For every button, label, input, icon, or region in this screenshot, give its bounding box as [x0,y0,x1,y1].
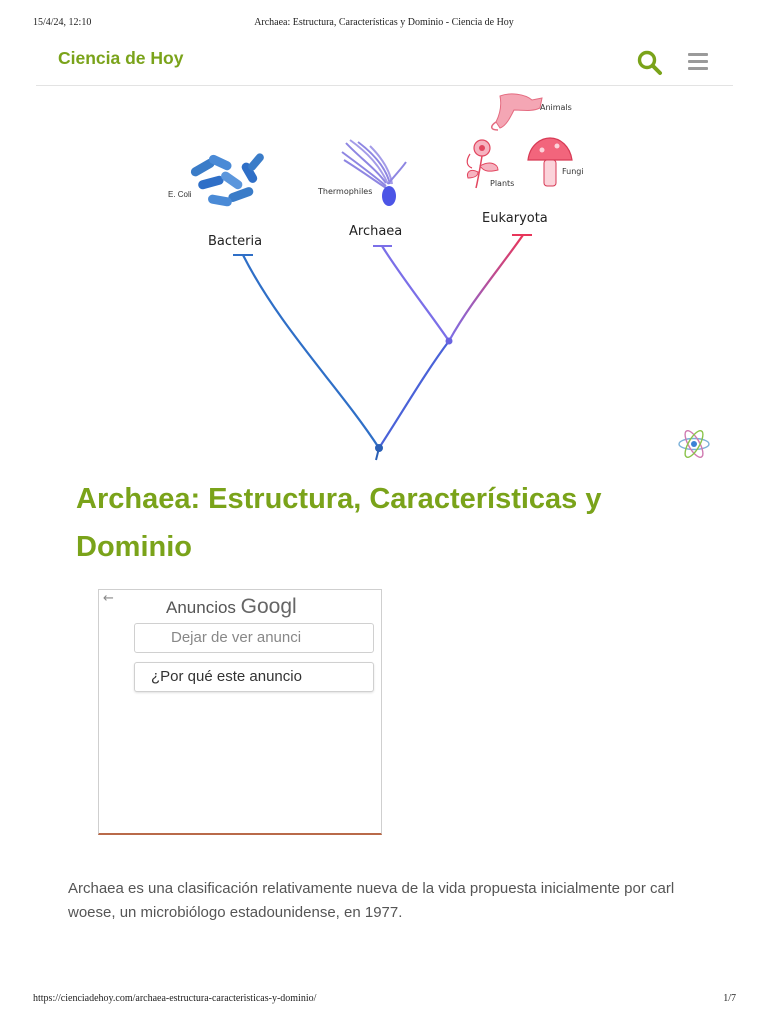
atom-icon[interactable] [676,426,712,462]
print-page-number: 1/7 [723,993,736,1004]
stop-seeing-ad-label: Dejar de ver anunci [171,629,302,646]
article-title: Archaea: Estructura, Características y D… [76,483,602,563]
article-intro: Archaea es una clasificación relativamen… [68,880,675,921]
thermophiles-label: Thermophiles [317,187,372,196]
animals-label: Animals [540,103,572,112]
tree-of-life-illustration: E. Coli Bacteria Thermophiles Archaea An… [168,93,584,461]
search-icon [637,50,662,75]
site-logo[interactable]: Ciencia de Hoy [58,48,184,68]
search-button[interactable] [636,49,664,77]
why-this-ad-button[interactable]: ¿Por qué este anuncio [134,662,374,692]
print-page-title: Archaea: Estructura, Características y D… [254,17,514,28]
hamburger-menu-icon [688,53,708,70]
ad-container: ← Anuncios Googl Dejar de ver anunci ¿Po… [98,589,382,835]
back-arrow-icon[interactable]: ← [103,591,114,606]
animals-illustration [491,93,543,131]
fungi-label: Fungi [562,167,584,176]
plants-illustration [466,139,499,189]
eukaryota-label: Eukaryota [482,211,548,226]
thermophile-illustration [341,139,407,206]
archaea-label: Archaea [349,224,402,239]
plants-label: Plants [490,179,514,188]
print-datetime: 15/4/24, 12:10 [33,17,92,28]
stop-seeing-ad-button[interactable]: Dejar de ver anunci [134,623,374,653]
phylogenetic-tree [233,234,532,461]
why-this-ad-label: ¿Por qué este anuncio [151,668,302,685]
ad-label: Anuncios Googl [166,595,297,619]
ad-label-text: Anuncios [166,598,236,617]
fungi-illustration [527,137,573,187]
print-url: https://cienciadehoy.com/archaea-estruct… [33,993,317,1004]
site-header: Ciencia de Hoy [36,40,733,86]
ad-brand: Googl [240,595,297,618]
menu-button[interactable] [686,52,710,72]
bacteria-illustration [190,153,264,207]
ecoli-label: E. Coli [168,190,192,199]
atom-glyph [678,430,710,458]
bacteria-label: Bacteria [208,234,262,249]
